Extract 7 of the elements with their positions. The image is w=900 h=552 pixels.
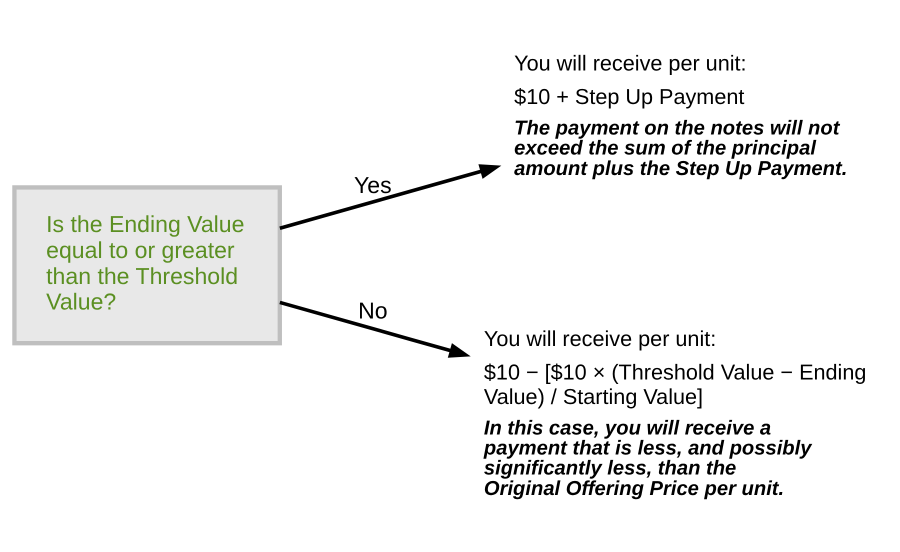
- arrow: [279, 300, 471, 358]
- arrow: [279, 164, 502, 230]
- node-text: You will receive per unit: $10 − [$10 × (Threshold Value − Ending Value) / Starting Value] In this case, you will receive a payment that is less, and possibly significantly less, than the Original Offering Price per unit.: [484, 326, 866, 500]
- node-box: Is the Ending Value equal to or greater than the Threshold Value?: [12, 184, 282, 345]
- node-text: You will receive per unit: $10 + Step Up Payment The payment on the notes will not exceed the sum of the principal amount plus the Step Up Payment.: [514, 50, 848, 180]
- edge-label: No: [358, 296, 388, 323]
- edge-label: Yes: [354, 171, 392, 198]
